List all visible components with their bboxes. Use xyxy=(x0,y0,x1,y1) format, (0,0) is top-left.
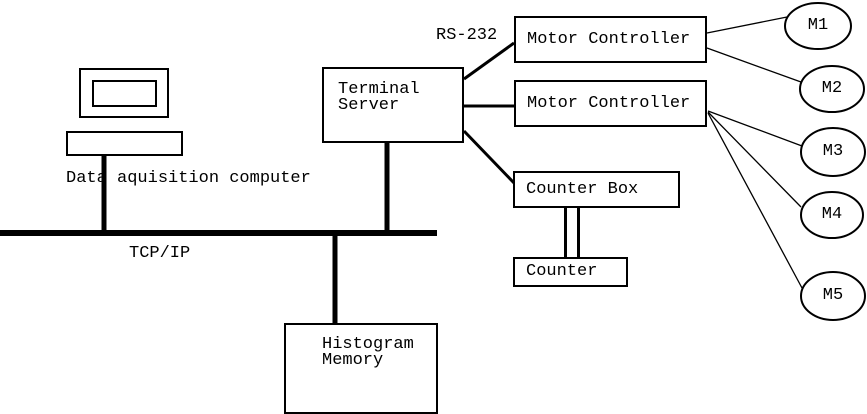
motor-m3-ellipse xyxy=(800,127,866,177)
tcpip-bus-label: TCP/IP xyxy=(129,244,191,263)
motor-m5-ellipse xyxy=(800,271,866,321)
computer-caption: Data aquisition computer xyxy=(66,169,311,188)
motor-m4-label: M4 xyxy=(821,205,843,224)
terminal-server-box: Terminal Server xyxy=(322,67,464,143)
computer-keyboard-icon xyxy=(66,131,183,156)
histogram-memory-label-line2: Memory xyxy=(322,351,384,370)
motor-controller-1-label: Motor Controller xyxy=(527,29,691,49)
serial-link-ts-counterbox xyxy=(462,129,517,186)
motor-m1-label: M1 xyxy=(807,16,829,35)
terminal-server-label-line2: Server xyxy=(338,96,400,115)
motor-m2-ellipse xyxy=(799,65,865,113)
motor-m3-label: M3 xyxy=(822,142,844,161)
counter-box-label: Counter Box xyxy=(526,179,639,199)
motor-controller-1-box: Motor Controller xyxy=(514,16,707,63)
link-mc1-m1 xyxy=(706,16,788,34)
link-mc2-m5 xyxy=(707,112,803,289)
counter-box: Counter xyxy=(513,257,628,287)
link-mc2-m3 xyxy=(707,110,803,147)
link-mc1-m2 xyxy=(706,47,802,83)
serial-link-ts-mc1 xyxy=(463,41,515,81)
terminal-server-label-line1: Terminal xyxy=(338,80,420,99)
counter-box-box: Counter Box xyxy=(513,171,680,208)
motor-m1-ellipse xyxy=(784,2,852,50)
histogram-memory-box: Histogram Memory xyxy=(284,323,438,414)
histogram-memory-label-line1: Histogram xyxy=(322,335,414,354)
rs232-protocol-label: RS-232 xyxy=(436,26,498,45)
motor-m2-label: M2 xyxy=(821,79,843,98)
motor-m4-ellipse xyxy=(800,191,864,239)
counter-label: Counter xyxy=(526,262,598,281)
motor-controller-2-box: Motor Controller xyxy=(514,80,707,127)
motor-controller-2-label: Motor Controller xyxy=(527,93,691,113)
motor-m5-label: M5 xyxy=(822,286,844,305)
computer-screen-icon xyxy=(92,80,157,107)
link-mc2-m4 xyxy=(707,111,802,208)
